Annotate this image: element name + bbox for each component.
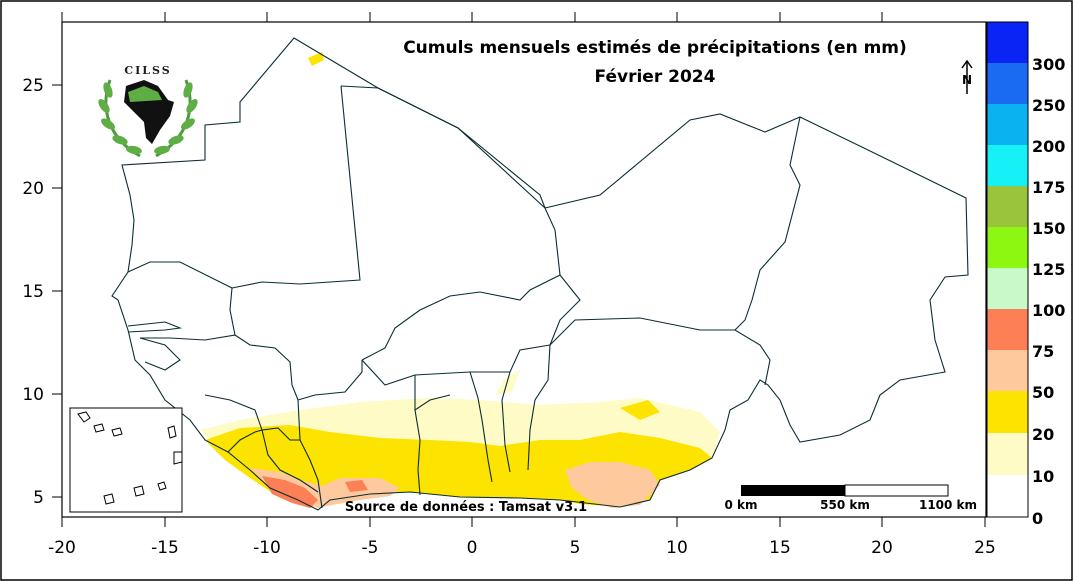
inset-island	[167, 425, 177, 439]
y-tick-labels: 25 20 15 10 5	[22, 76, 44, 508]
border-ivory-west	[414, 409, 421, 496]
legend-swatch	[987, 104, 1028, 145]
y-tick-label: 20	[22, 179, 44, 199]
map-panel: -20 -15 -10 -5 0 5 10 15 20 25 25 20 15 …	[22, 12, 996, 558]
africa-sahel-band	[128, 86, 162, 102]
legend-label: 100	[1032, 301, 1065, 320]
legend-label: 200	[1032, 137, 1065, 156]
legend-frame	[986, 21, 1029, 518]
inset-island	[103, 493, 115, 505]
legend-swatch	[987, 186, 1028, 227]
inset-island	[93, 423, 105, 433]
cilss-logo: CILSS	[98, 64, 198, 158]
inset-frame	[69, 407, 183, 513]
scale-bar-white-segment	[844, 484, 949, 497]
map-subtitle: Février 2024	[595, 67, 716, 87]
rain-zone-50-75	[250, 468, 400, 508]
scale-bar-label: 1100 km	[919, 498, 977, 512]
border-guinea-mali	[234, 334, 363, 401]
border-mali-north	[340, 85, 546, 209]
x-tick-label: -15	[151, 538, 179, 558]
legend-swatch	[987, 227, 1028, 268]
legend-label: 300	[1032, 55, 1065, 74]
legend-swatch	[987, 475, 1028, 517]
border-guinea-bissau	[139, 337, 181, 371]
north-label: N	[962, 73, 972, 87]
border-ghana	[469, 371, 493, 483]
inset-island	[133, 485, 145, 497]
border-mauritania-east	[231, 85, 361, 289]
legend-swatch	[987, 268, 1028, 309]
legend-label: 75	[1032, 342, 1054, 361]
border-liberia	[261, 429, 319, 493]
legend-swatch	[987, 22, 1028, 63]
x-tick-label: 5	[570, 538, 581, 558]
legend-label: 0	[1032, 509, 1043, 528]
map-title: Cumuls mensuels estimés de précipitation…	[403, 38, 907, 58]
rain-zone-20-50-upper	[620, 400, 660, 420]
legend-swatch	[987, 63, 1028, 104]
rain-zone-75-100	[262, 476, 318, 508]
legend-swatch	[987, 391, 1028, 433]
precipitation-field	[200, 52, 720, 508]
legend-label: 250	[1032, 96, 1065, 115]
data-source-label: Source de données : Tamsat v3.1	[345, 500, 587, 515]
legend-label: 20	[1032, 425, 1054, 444]
logo-text: CILSS	[124, 64, 171, 77]
y-tick-label: 10	[22, 385, 44, 405]
legend-swatch	[987, 350, 1028, 391]
north-arrow-icon: N	[961, 59, 973, 94]
country-borders	[111, 37, 969, 511]
y-tick-label: 15	[22, 282, 44, 302]
rain-zone-75-100-small	[345, 480, 368, 492]
rain-zone-20-50-spot	[308, 52, 324, 66]
legend-label: 50	[1032, 383, 1054, 402]
border-togo-benin	[501, 371, 511, 473]
border-mali-niger	[361, 207, 561, 361]
legend-label: 150	[1032, 219, 1065, 238]
scale-bar-label: 550 km	[820, 498, 870, 512]
inset-island	[77, 411, 91, 423]
x-tick-label: 0	[467, 538, 478, 558]
legend-label: 125	[1032, 260, 1065, 279]
y-ticks	[52, 84, 62, 498]
y-tick-label: 25	[22, 76, 44, 96]
border-senegal	[127, 261, 236, 341]
x-tick-label: -5	[362, 538, 379, 558]
inset-island	[173, 451, 183, 465]
legend-label: 175	[1032, 178, 1065, 197]
scale-bar: 0 km 550 km 1100 km	[724, 484, 977, 512]
x-tick-labels: -20 -15 -10 -5 0 5 10 15 20 25	[48, 538, 996, 558]
west-africa-outline	[111, 37, 969, 511]
x-tick-label: 25	[974, 538, 996, 558]
legend-swatch	[987, 309, 1028, 350]
scale-bar-label: 0 km	[724, 498, 757, 512]
rain-zone-50-75-east	[565, 462, 660, 508]
legend-swatch	[987, 433, 1028, 475]
y-tick-label: 5	[33, 488, 44, 508]
x-ticks	[61, 12, 986, 527]
x-tick-label: 10	[666, 538, 688, 558]
x-tick-label: -10	[253, 538, 281, 558]
scale-bar-black-segment	[741, 485, 845, 496]
border-burkina-south	[414, 375, 451, 412]
x-tick-label: 20	[871, 538, 893, 558]
border-sierra-leone	[227, 429, 263, 453]
inset-island	[157, 481, 167, 491]
border-gambia	[127, 321, 183, 333]
x-tick-label: 15	[769, 538, 791, 558]
precipitation-legend: 300 250 200 175 150 125 100 75 50 20 10 …	[986, 21, 1065, 528]
x-tick-label: -20	[48, 538, 76, 558]
inset-island	[111, 427, 123, 437]
border-niger-south	[549, 274, 771, 386]
legend-label: 10	[1032, 467, 1054, 486]
legend-swatch	[987, 145, 1028, 186]
border-ivory-coast	[297, 399, 323, 509]
border-benin-nigeria	[527, 344, 551, 471]
inset-map	[69, 407, 183, 513]
border-niger-chad	[734, 116, 801, 331]
